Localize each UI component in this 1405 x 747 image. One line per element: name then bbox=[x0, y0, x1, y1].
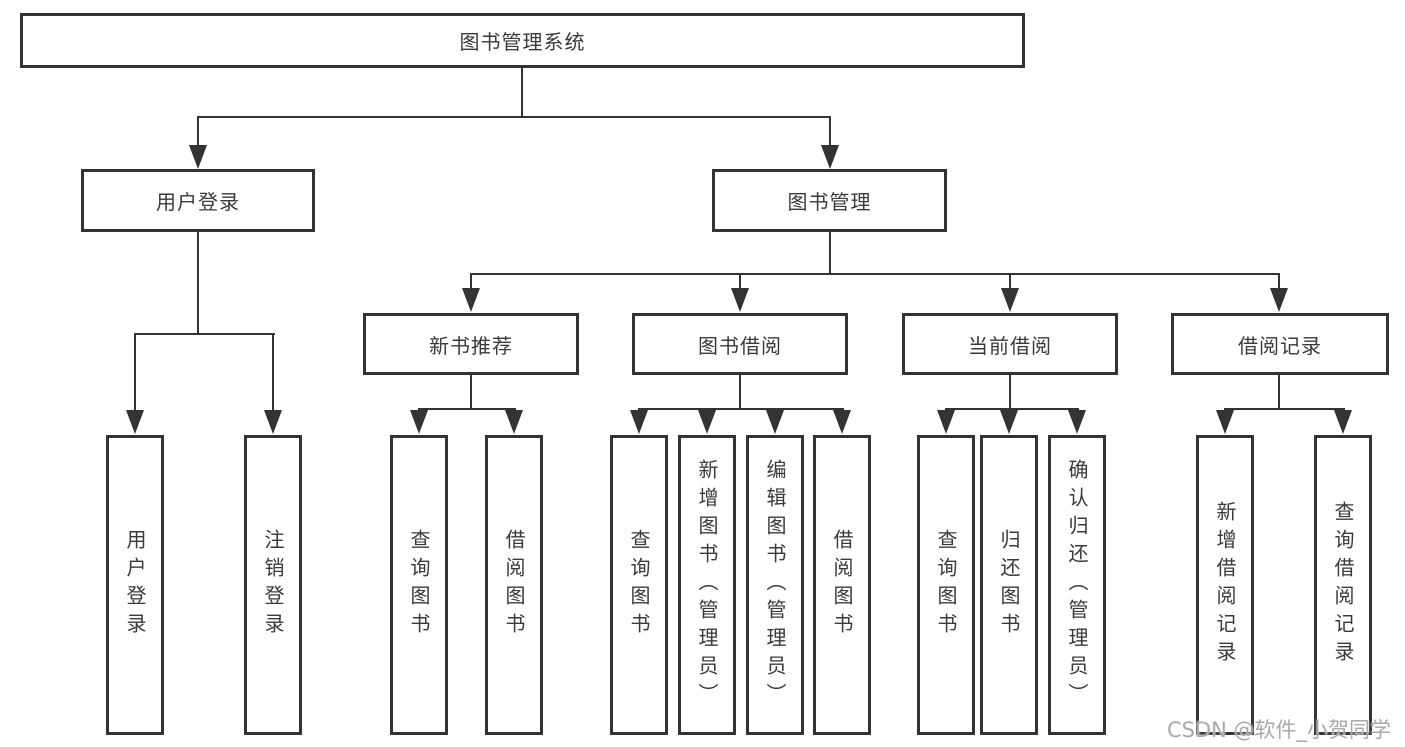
arrowhead bbox=[189, 145, 207, 169]
connector-line bbox=[829, 116, 831, 146]
node-leaf-logout-label: 注销登录 bbox=[261, 529, 285, 641]
arrowhead bbox=[1000, 410, 1018, 434]
arrowhead bbox=[1216, 410, 1234, 434]
connector-line bbox=[739, 374, 741, 409]
arrowhead bbox=[833, 410, 851, 434]
node-current-borrowing-label: 当前借阅 bbox=[968, 333, 1052, 358]
node-root-label: 图书管理系统 bbox=[459, 30, 586, 54]
node-leaf-borrow-books-recommend: 借阅图书 bbox=[485, 435, 543, 735]
connector-line bbox=[1009, 273, 1011, 289]
connector-line bbox=[272, 333, 274, 411]
node-book-management-label: 图书管理 bbox=[787, 190, 872, 214]
node-leaf-return-books-label: 归还图书 bbox=[997, 529, 1021, 641]
node-root: 图书管理系统 bbox=[20, 13, 1025, 68]
node-leaf-add-borrow-record: 新增借阅记录 bbox=[1196, 435, 1254, 735]
node-leaf-query-books-recommend-label: 查询图书 bbox=[407, 529, 431, 641]
connector-line bbox=[945, 408, 1079, 410]
arrowhead bbox=[821, 145, 839, 169]
arrowhead bbox=[731, 288, 749, 312]
connector-line bbox=[1224, 408, 1345, 410]
arrowhead bbox=[937, 410, 955, 434]
connector-line bbox=[1278, 273, 1280, 289]
connector-line bbox=[198, 116, 831, 118]
connector-line bbox=[134, 333, 136, 411]
connector-line bbox=[134, 333, 275, 335]
connector-line bbox=[1278, 374, 1280, 409]
node-leaf-user-login: 用户登录 bbox=[106, 435, 164, 735]
node-leaf-query-books-borrowing-label: 查询图书 bbox=[627, 529, 651, 641]
connector-line bbox=[197, 231, 199, 334]
connector-line bbox=[470, 273, 472, 289]
node-leaf-borrow-books-label: 借阅图书 bbox=[830, 529, 854, 641]
connector-line bbox=[739, 273, 741, 289]
node-leaf-borrow-books-recommend-label: 借阅图书 bbox=[502, 529, 526, 641]
arrowhead bbox=[1068, 410, 1086, 434]
node-current-borrowing: 当前借阅 bbox=[902, 313, 1118, 375]
connector-line bbox=[418, 408, 516, 410]
node-leaf-return-books: 归还图书 bbox=[980, 435, 1038, 735]
node-leaf-query-books-current: 查询图书 bbox=[917, 435, 975, 735]
arrowhead bbox=[630, 410, 648, 434]
node-leaf-query-books-borrowing: 查询图书 bbox=[610, 435, 668, 735]
arrowhead bbox=[1001, 288, 1019, 312]
node-borrowing-records-label: 借阅记录 bbox=[1238, 333, 1322, 358]
node-book-borrowing: 图书借阅 bbox=[632, 313, 848, 375]
connector-line bbox=[521, 66, 523, 117]
node-leaf-add-borrow-record-label: 新增借阅记录 bbox=[1213, 501, 1237, 669]
node-leaf-logout: 注销登录 bbox=[244, 435, 302, 735]
connector-line bbox=[1009, 374, 1011, 409]
arrowhead bbox=[1334, 410, 1352, 434]
node-leaf-query-borrow-record-label: 查询借阅记录 bbox=[1331, 501, 1355, 669]
node-user-login-label: 用户登录 bbox=[156, 190, 240, 214]
connector-line bbox=[470, 374, 472, 409]
node-borrowing-records: 借阅记录 bbox=[1171, 313, 1389, 375]
node-leaf-edit-books-admin: 编辑图书（管理员） bbox=[746, 435, 804, 735]
node-new-book-recommend: 新书推荐 bbox=[363, 313, 579, 375]
node-user-login: 用户登录 bbox=[81, 169, 315, 232]
arrowhead bbox=[264, 410, 282, 434]
node-leaf-confirm-return-admin-label: 确认归还（管理员） bbox=[1065, 459, 1089, 711]
node-leaf-user-login-label: 用户登录 bbox=[123, 529, 147, 641]
csdn-watermark: CSDN @软件_小贺同学 bbox=[1166, 718, 1391, 742]
arrowhead bbox=[1270, 288, 1288, 312]
arrowhead bbox=[698, 410, 716, 434]
arrowhead bbox=[410, 410, 428, 434]
node-leaf-query-books-current-label: 查询图书 bbox=[934, 529, 958, 641]
node-leaf-add-books-admin: 新增图书（管理员） bbox=[678, 435, 736, 735]
arrowhead bbox=[766, 410, 784, 434]
node-leaf-add-books-admin-label: 新增图书（管理员） bbox=[695, 459, 719, 711]
node-new-book-recommend-label: 新书推荐 bbox=[429, 333, 513, 358]
node-leaf-edit-books-admin-label: 编辑图书（管理员） bbox=[763, 459, 787, 711]
connector-line bbox=[197, 116, 199, 146]
node-book-management: 图书管理 bbox=[712, 169, 947, 232]
connector-line bbox=[829, 231, 831, 275]
node-leaf-borrow-books: 借阅图书 bbox=[813, 435, 871, 735]
node-leaf-query-borrow-record: 查询借阅记录 bbox=[1314, 435, 1372, 735]
arrowhead bbox=[505, 410, 523, 434]
node-book-borrowing-label: 图书借阅 bbox=[698, 333, 782, 358]
connector-line bbox=[638, 408, 844, 410]
arrowhead bbox=[462, 288, 480, 312]
node-leaf-query-books-recommend: 查询图书 bbox=[390, 435, 448, 735]
arrowhead bbox=[126, 410, 144, 434]
node-leaf-confirm-return-admin: 确认归还（管理员） bbox=[1048, 435, 1106, 735]
connector-line bbox=[470, 273, 1280, 275]
